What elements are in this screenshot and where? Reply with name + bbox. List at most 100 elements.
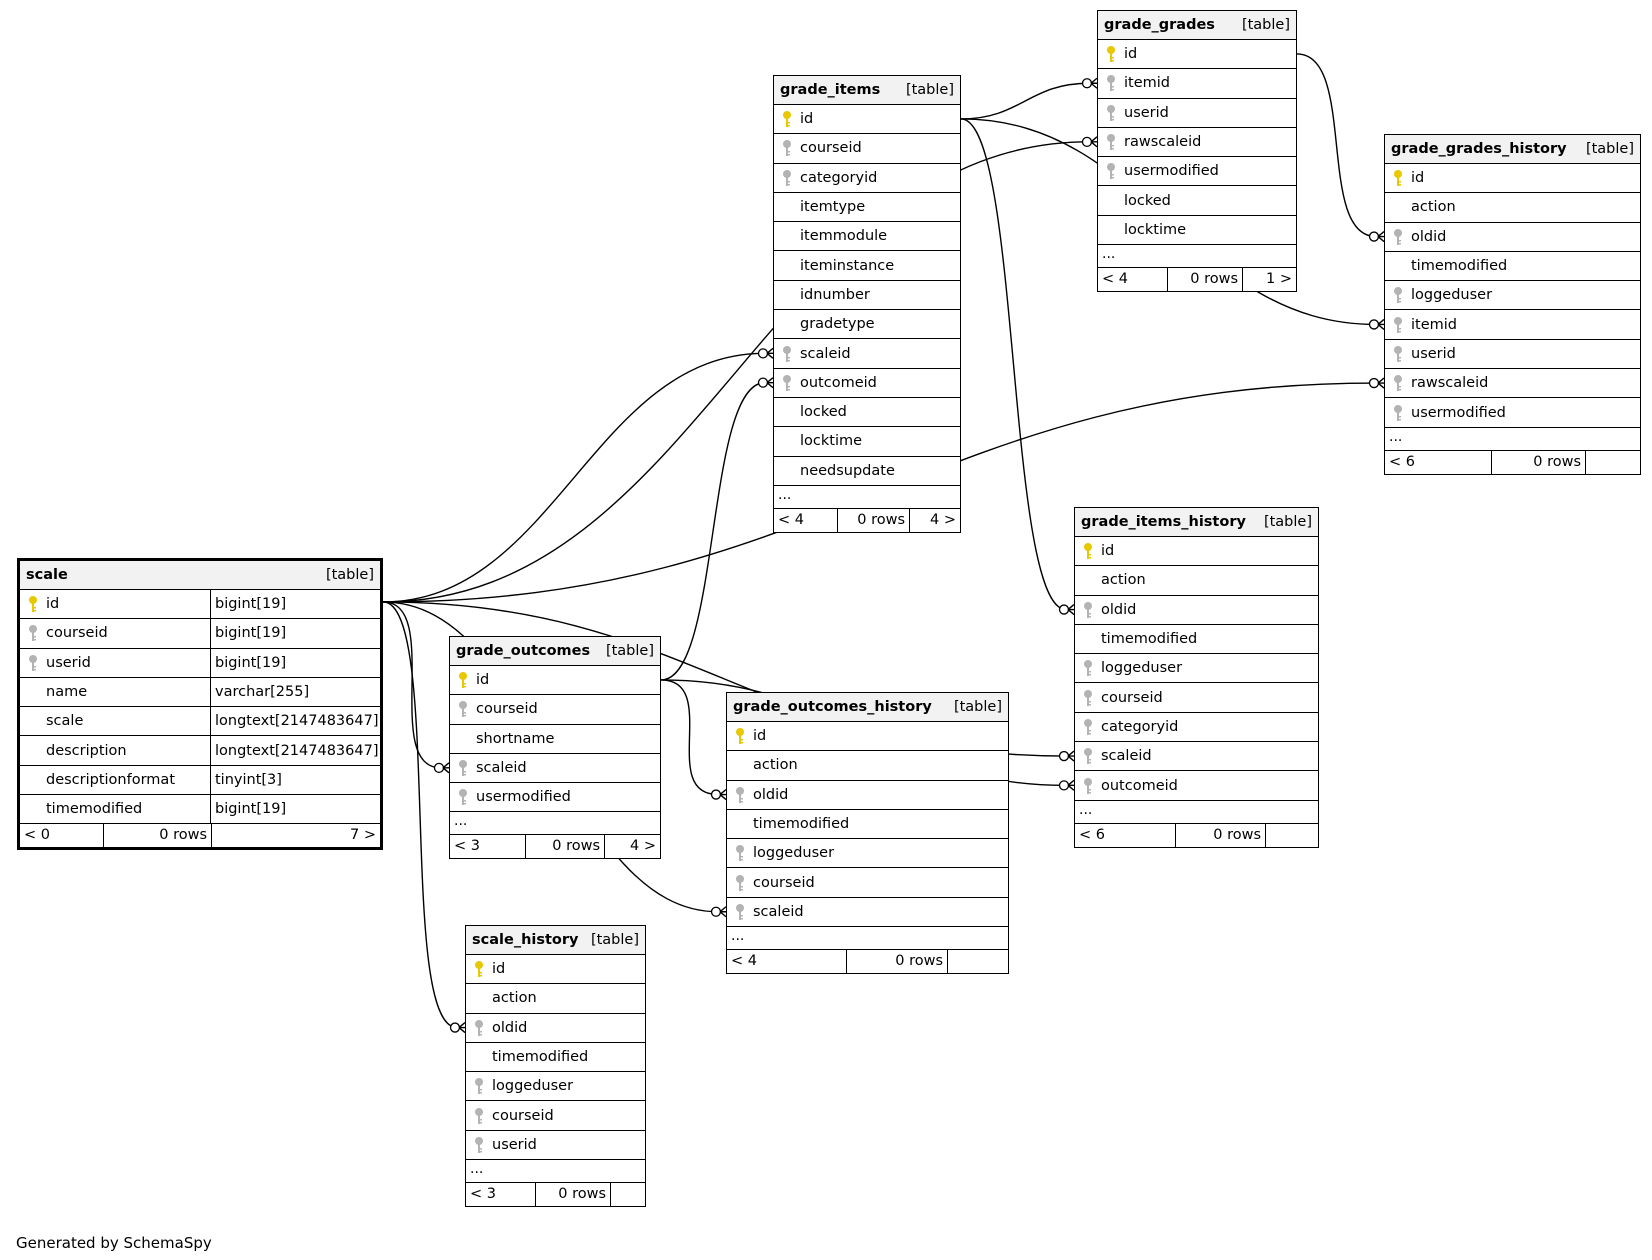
column-row-rawscaleid[interactable]: rawscaleid <box>1098 128 1296 158</box>
children-link[interactable] <box>1266 824 1318 847</box>
parents-link[interactable]: < 6 <box>1075 823 1176 847</box>
foreign-key-icon <box>727 903 753 921</box>
many-crowfoot-marker <box>1090 136 1098 148</box>
column-row-timemodified[interactable]: timemodified <box>1385 252 1640 282</box>
column-row-categoryid[interactable]: categoryid <box>1075 713 1318 743</box>
column-row-id[interactable]: id <box>450 666 660 696</box>
column-row-userid[interactable]: userid <box>466 1131 645 1161</box>
column-row-action[interactable]: action <box>727 751 1008 781</box>
column-name: id <box>46 596 60 613</box>
column-row-courseid[interactable]: courseid <box>774 134 960 164</box>
parents-link[interactable]: < 4 <box>774 508 838 532</box>
column-type: bigint[19] <box>210 795 380 824</box>
column-row-itemtype[interactable]: itemtype <box>774 193 960 223</box>
column-row-rawscaleid[interactable]: rawscaleid <box>1385 369 1640 399</box>
column-row-idnumber[interactable]: idnumber <box>774 281 960 311</box>
column-row-loggeduser[interactable]: loggeduser <box>727 839 1008 869</box>
column-row-action[interactable]: action <box>466 984 645 1014</box>
column-row-id[interactable]: id <box>466 955 645 985</box>
column-row-timemodified[interactable]: timemodified <box>1075 625 1318 655</box>
column-row-usermodified[interactable]: usermodified <box>1385 398 1640 428</box>
column-row-action[interactable]: action <box>1075 566 1318 596</box>
column-row-id[interactable]: id <box>1098 40 1296 70</box>
column-row-itemid[interactable]: itemid <box>1098 69 1296 99</box>
column-row-id[interactable]: id <box>1075 537 1318 567</box>
column-row-itemid[interactable]: itemid <box>1385 310 1640 340</box>
column-row-scaleid[interactable]: scaleid <box>727 898 1008 928</box>
column-row-usermodified[interactable]: usermodified <box>1098 157 1296 187</box>
column-row-scaleid[interactable]: scaleid <box>1075 742 1318 772</box>
column-row-scaleid[interactable]: scaleid <box>450 754 660 784</box>
column-row-oldid[interactable]: oldid <box>727 781 1008 810</box>
children-link[interactable] <box>1586 451 1640 474</box>
column-row-usermodified[interactable]: usermodified <box>450 783 660 813</box>
column-row-locked[interactable]: locked <box>1098 186 1296 216</box>
column-row-oldid[interactable]: oldid <box>1075 596 1318 625</box>
column-row-itemmodule[interactable]: itemmodule <box>774 222 960 252</box>
children-link[interactable] <box>611 1183 645 1206</box>
column-row-id[interactable]: id <box>774 105 960 135</box>
column-row-action[interactable]: action <box>1385 193 1640 223</box>
column-row-userid[interactable]: userid <box>1385 340 1640 370</box>
column-row-shortname[interactable]: shortname <box>450 725 660 754</box>
column-row-locktime[interactable]: locktime <box>1098 216 1296 246</box>
optional-marker <box>757 348 769 359</box>
column-row-gradetype[interactable]: gradetype <box>774 310 960 340</box>
column-row-locktime[interactable]: locktime <box>774 427 960 457</box>
column-row-locked[interactable]: locked <box>774 398 960 428</box>
row-count: 0 rows <box>104 824 212 848</box>
column-row-loggeduser[interactable]: loggeduser <box>1385 281 1640 311</box>
column-row-categoryid[interactable]: categoryid <box>774 164 960 193</box>
parents-link[interactable]: < 0 <box>20 824 104 848</box>
parents-link[interactable]: < 3 <box>466 1183 536 1207</box>
column-row-timemodified[interactable]: timemodified <box>727 810 1008 840</box>
column-row-loggeduser[interactable]: loggeduser <box>466 1072 645 1102</box>
primary-key-icon <box>20 595 46 613</box>
foreign-key-icon <box>20 624 46 642</box>
column-row-outcomeid[interactable]: outcomeid <box>774 369 960 398</box>
children-link[interactable]: 4 > <box>630 838 656 855</box>
column-row-courseid[interactable]: courseid <box>450 695 660 725</box>
column-row-iteminstance[interactable]: iteminstance <box>774 251 960 281</box>
children-link[interactable]: 1 > <box>1266 271 1292 288</box>
parents-link[interactable]: < 3 <box>450 835 526 859</box>
children-link[interactable] <box>948 950 1008 973</box>
parents-link[interactable]: < 4 <box>1098 268 1168 292</box>
column-row-scaleid[interactable]: scaleid <box>774 339 960 369</box>
column-row-needsupdate[interactable]: needsupdate <box>774 457 960 486</box>
parents-link[interactable]: < 4 <box>727 950 847 974</box>
column-row-loggeduser[interactable]: loggeduser <box>1075 654 1318 684</box>
column-row-id[interactable]: id <box>727 722 1008 752</box>
column-row-outcomeid[interactable]: outcomeid <box>1075 771 1318 801</box>
column-row-oldid[interactable]: oldid <box>466 1014 645 1043</box>
column-row-id[interactable]: id <box>1385 164 1640 194</box>
relationship-edge <box>960 82 1090 120</box>
column-row-userid[interactable]: userid <box>1098 99 1296 128</box>
parents-link[interactable]: < 6 <box>1385 450 1492 474</box>
children-link[interactable]: 4 > <box>930 511 956 528</box>
children-link[interactable]: 7 > <box>350 827 376 844</box>
column-row-courseid[interactable]: courseid <box>727 868 1008 898</box>
row-count: 0 rows <box>847 950 948 974</box>
relationship-edge <box>382 352 766 603</box>
column-row-courseid[interactable]: courseid <box>466 1101 645 1131</box>
column-row-oldid[interactable]: oldid <box>1385 223 1640 252</box>
column-row-courseid[interactable]: courseid <box>1075 683 1318 713</box>
column-row-timemodified[interactable]: timemodified <box>466 1043 645 1073</box>
